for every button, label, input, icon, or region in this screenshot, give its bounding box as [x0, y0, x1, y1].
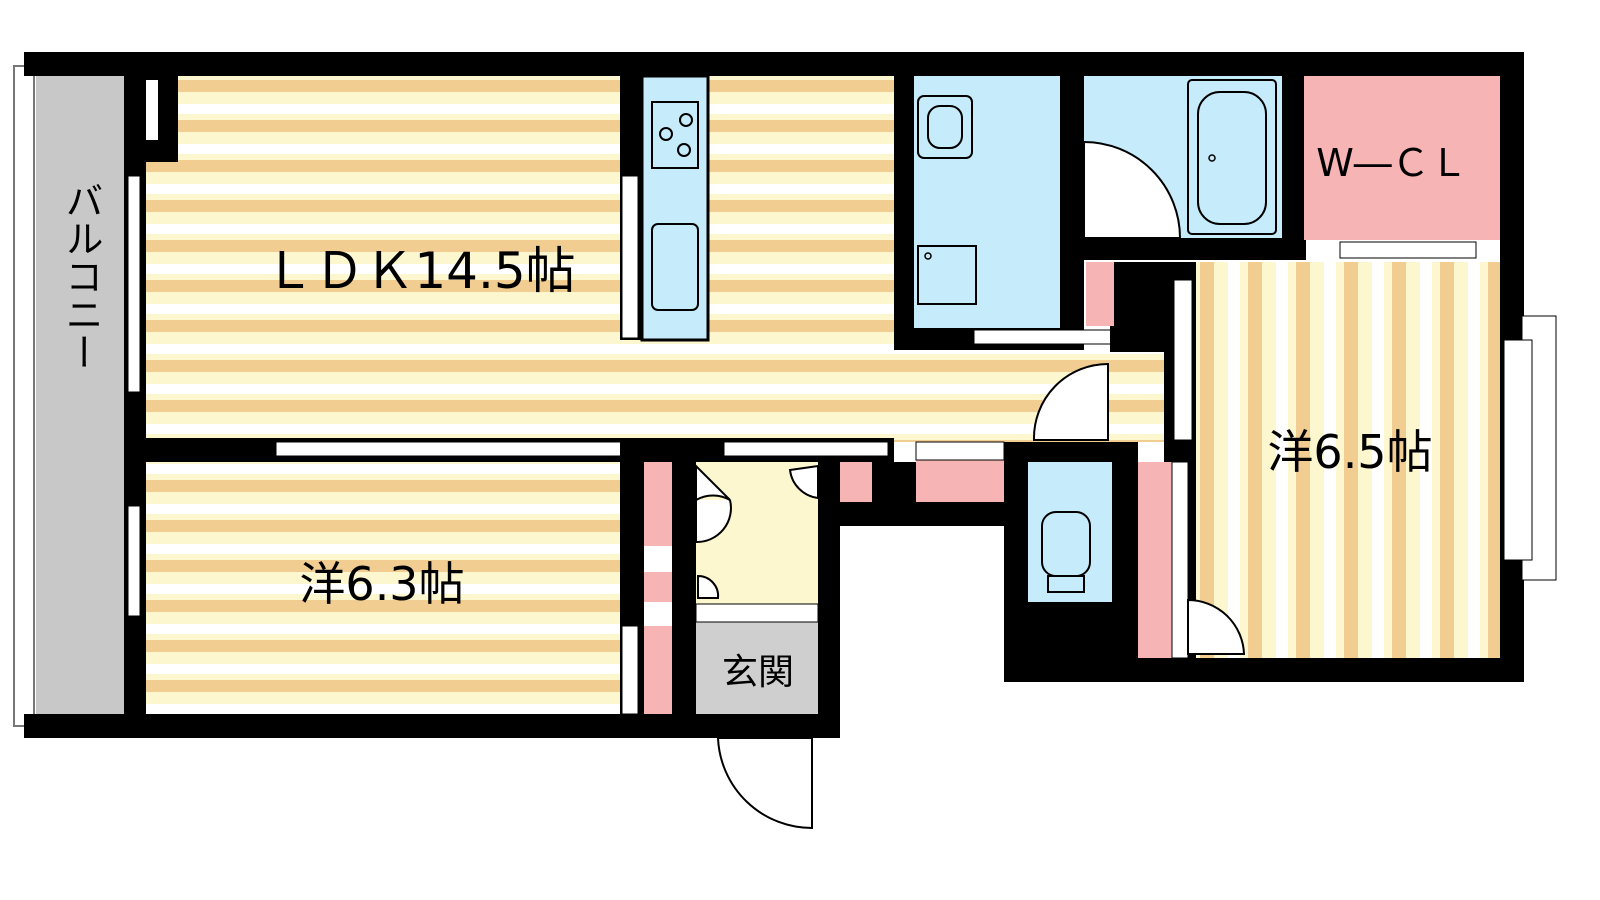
closet-door-swing [697, 574, 720, 599]
washing-machine-drain-icon [924, 252, 932, 260]
outer-wall [24, 52, 1524, 76]
stove-burner-icon [677, 143, 691, 157]
east-room-door-swing [1187, 598, 1246, 655]
bathtub-basin [1197, 91, 1267, 225]
walk-in-closet-door [1339, 241, 1477, 259]
east-room-label: 洋6.5帖 [1267, 425, 1432, 479]
hall-closet [840, 462, 872, 502]
west-room-closet [644, 626, 672, 714]
stove [651, 101, 699, 169]
outer-wall-bottom-left [24, 714, 840, 738]
entrance-label: 玄関 [722, 652, 794, 693]
toilet-door-swing [1032, 362, 1109, 441]
hall-closet [916, 460, 1004, 502]
east-window [1503, 339, 1533, 561]
ldk-label: ＬＤＫ14.5帖 [264, 242, 575, 300]
stove-burner-icon [659, 127, 673, 141]
east-room-door-frame [1173, 279, 1193, 441]
entrance-step [695, 603, 819, 623]
west-room-floor [146, 462, 620, 714]
ldk-corner-window [146, 80, 158, 140]
west-window-1 [127, 175, 141, 393]
toilet-room-floor [1028, 462, 1112, 602]
bathroom-door-swing [1083, 140, 1182, 239]
sliding-door [275, 441, 627, 457]
stove-burner-icon [679, 113, 693, 127]
hall-closet-door-swing [788, 464, 819, 500]
shoe-closet-door-swing [695, 463, 732, 544]
wash-basin-bowl [927, 105, 963, 149]
bathtub-drain-icon [1208, 154, 1216, 162]
west-wall [124, 76, 146, 724]
hallway-wall-right [818, 462, 840, 738]
storage-pink [1086, 262, 1114, 326]
wash-basin [917, 95, 973, 159]
balcony-label: バルコニー [59, 181, 103, 371]
ldk-floor [146, 76, 894, 442]
kitchen-window [621, 175, 639, 339]
washing-machine [917, 245, 977, 305]
west-window-2 [127, 505, 141, 617]
kitchen-sink [651, 223, 699, 311]
west-room-closet [644, 572, 672, 602]
hall-door [723, 441, 889, 457]
balcony-area [36, 74, 126, 722]
entrance-door-swing [716, 737, 813, 830]
walk-in-closet-floor [1304, 76, 1500, 240]
toilet-tank [1047, 575, 1085, 593]
east-room-floor [1196, 262, 1500, 658]
closet-wall [1282, 76, 1304, 260]
entrance-floor [696, 622, 818, 714]
west-room-label: 洋6.3帖 [299, 557, 464, 611]
balcony-rail [13, 65, 35, 727]
hallway-wall-left [672, 462, 696, 714]
east-room-door-block [1110, 262, 1164, 352]
west-room-closet [644, 462, 672, 546]
east-room-closet [1138, 462, 1174, 658]
west-room-closet-door [621, 625, 639, 715]
hall-door-frame [915, 441, 1005, 461]
bathroom-wall-bottom [1060, 238, 1306, 260]
east-room-closet-door [1171, 461, 1189, 659]
washroom-floor [914, 76, 1060, 328]
walk-in-closet-label: W―ＣＬ [1316, 141, 1468, 185]
bathtub [1187, 79, 1277, 235]
